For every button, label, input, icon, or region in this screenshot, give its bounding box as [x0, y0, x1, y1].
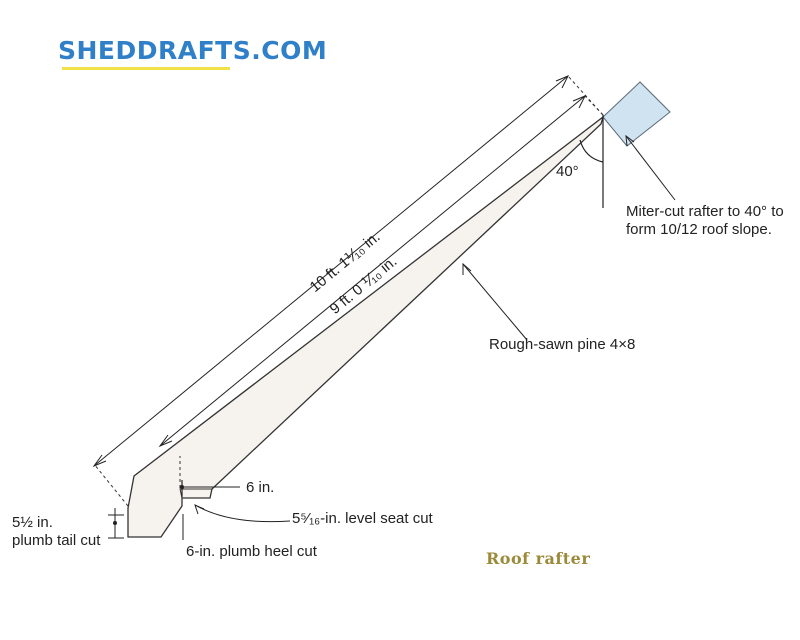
level-seat-cut-label: 5⁵⁄₁₆-in. level seat cut — [292, 510, 433, 527]
material-arrow — [462, 262, 472, 275]
diagram-caption: Roof rafter — [486, 549, 591, 568]
level-seat-arrow — [194, 504, 205, 515]
logo-underline — [62, 67, 230, 70]
overall-length-dim-line — [93, 75, 569, 467]
ext-line-top-2 — [584, 95, 604, 116]
site-logo: SHEDDRAFTS.COM — [58, 36, 328, 65]
ext-line-tail — [93, 463, 129, 507]
tail-cut-dot — [113, 521, 117, 525]
miter-angle-label: 40° — [556, 163, 579, 180]
level-seat-leader — [194, 504, 291, 523]
six-in-label: 6 in. — [246, 479, 275, 496]
rafter-body — [127, 115, 605, 538]
overall-arrow-start — [92, 454, 107, 468]
material-label: Rough-sawn pine 4×8 — [489, 336, 636, 353]
heel-cut-label: 6-in. plumb heel cut — [186, 543, 317, 560]
overall-arrow-end — [555, 75, 570, 89]
miter-note-arrow — [625, 134, 635, 147]
tail-cut-label-line-2: plumb tail cut — [12, 532, 101, 549]
miter-cut-triangle — [602, 81, 671, 147]
seat-arrow-start — [158, 434, 173, 448]
seat-length-dim-line — [159, 95, 586, 447]
miter-note-line-2: form 10/12 roof slope. — [626, 221, 772, 238]
angle-arc — [579, 139, 604, 163]
miter-note-leader — [625, 135, 676, 201]
tail-cut-label-line-1: 5½ in. — [12, 514, 53, 531]
six-in-dot — [180, 485, 184, 489]
material-leader — [462, 263, 528, 341]
heel-notch-outline — [179, 488, 212, 499]
miter-note-line-1: Miter-cut rafter to 40° to — [626, 203, 784, 220]
